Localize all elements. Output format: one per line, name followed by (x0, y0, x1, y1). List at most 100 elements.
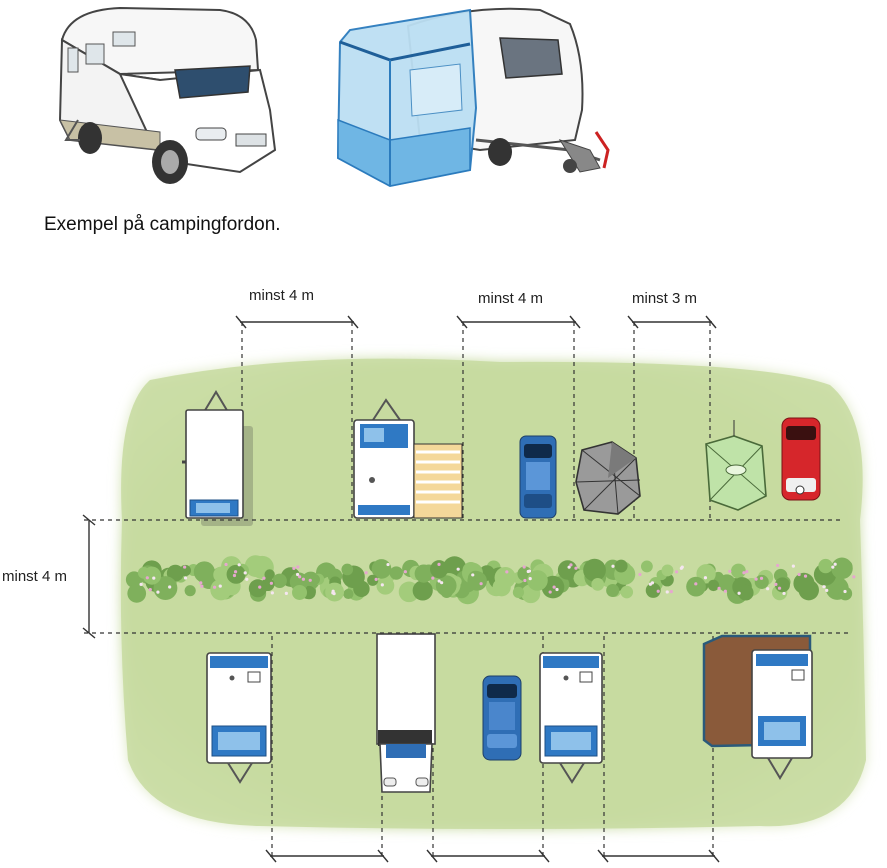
hedge-flower (199, 581, 203, 585)
hedge-flower (675, 570, 679, 574)
hedge-flower (270, 591, 274, 595)
hedge-flower (833, 562, 837, 566)
label-top-middle: minst 4 m (478, 290, 543, 307)
hedge-leaf (179, 564, 192, 577)
hedge-flower (301, 577, 305, 581)
hedge-flower (728, 569, 732, 573)
hedge-leaf (389, 566, 403, 580)
hedge-flower (308, 578, 312, 582)
hedge-flower (456, 567, 460, 571)
camper-with-awning-top (353, 398, 463, 519)
hedge-flower (183, 576, 188, 580)
hedge-leaf (376, 576, 395, 595)
hedge-flower (183, 565, 187, 569)
hedge-leaf (494, 566, 516, 589)
hedge-flower (139, 582, 143, 586)
hedge-flower (440, 581, 444, 585)
hedge-leaf (244, 555, 267, 577)
hedge-leaf (127, 584, 147, 603)
hedge-flower (374, 577, 378, 582)
grey-tent-top (575, 441, 641, 515)
hedge-leaf (605, 561, 616, 572)
hedge-leaf (661, 564, 674, 577)
hedge-flower (759, 576, 764, 580)
hedge-flower (843, 589, 847, 594)
hedge-leaf (412, 580, 433, 601)
hedge-flower (212, 585, 217, 589)
hedge-leaf (754, 574, 769, 589)
hedge-flower (403, 570, 407, 574)
hedge-leaf (210, 579, 232, 601)
hedge-leaf (371, 559, 392, 579)
hedge-leaf (414, 564, 433, 583)
hedge-flower (269, 581, 273, 585)
hedge-flower (200, 584, 204, 588)
hedge-flower (245, 577, 249, 581)
hedge-leaf (467, 571, 487, 591)
hedge-flower (737, 591, 741, 595)
hedge-flower (218, 584, 222, 588)
hedge-flower (569, 563, 573, 567)
hedge-leaf (193, 561, 215, 583)
hedge-flower (479, 582, 483, 586)
hedge-flower (822, 585, 826, 589)
hedge-leaf (707, 579, 720, 592)
hedge-leaf (226, 564, 246, 584)
hedge-flower (380, 583, 384, 587)
hedge-leaf (343, 588, 354, 600)
hedge-leaf (645, 582, 661, 598)
hedge-flower (298, 575, 302, 579)
dashed-guide-lines (84, 322, 848, 856)
hedge-leaf (367, 574, 379, 586)
hedge-leaf (620, 585, 634, 599)
hedge-leaf (341, 563, 354, 576)
hedge-flower (262, 576, 266, 580)
hedge-flower (791, 564, 795, 568)
hedge-flower (825, 588, 829, 592)
hedge-leaf (737, 584, 754, 601)
blue-car-bottom (482, 675, 522, 761)
hedge-leaf (818, 558, 833, 574)
hedge-flower (224, 562, 228, 567)
hedge-flower (574, 566, 578, 570)
hedge-flower (505, 570, 509, 574)
hedge-flower (776, 563, 780, 568)
hedge-leaf (591, 577, 605, 591)
green-tent-top (705, 420, 767, 511)
hedge-flower (148, 588, 152, 592)
hedge-flower (745, 569, 749, 574)
caravan-bottom-1 (206, 652, 272, 784)
hedge-flower (611, 564, 615, 568)
hedge-flower (567, 565, 571, 569)
label-top-right: minst 3 m (632, 290, 697, 307)
hedge-flower (679, 566, 683, 570)
hedge-leaf (248, 579, 267, 598)
hedge-flower (548, 590, 552, 594)
hedge-flower (471, 573, 475, 577)
hedge-flower (552, 585, 556, 589)
caption: Exempel på campingfordon. (44, 214, 281, 235)
hedge-leaf (512, 586, 525, 599)
hedge-flower (437, 579, 441, 583)
hedge-flower (233, 570, 238, 574)
hedge-flower (168, 585, 172, 589)
hedge-flower (754, 577, 758, 581)
hedge-flower (656, 589, 660, 593)
hedge-flower (782, 591, 786, 596)
hedge-leaf (292, 584, 308, 600)
hedge-flower (258, 585, 262, 589)
hedge-flower (522, 565, 526, 569)
label-top-left: minst 4 m (249, 287, 314, 304)
hedge-flower (694, 582, 698, 586)
hedge-flower (437, 562, 441, 566)
hedge-flower (296, 572, 300, 577)
hedge-flower (431, 576, 435, 580)
hedge-leaf (264, 569, 275, 580)
hedge-flower (292, 566, 296, 571)
caravan-top-1 (182, 390, 253, 526)
hedge-leaf (527, 570, 548, 591)
hedge-flower (852, 575, 856, 579)
hedge-flower (669, 589, 673, 594)
hedge-flower (766, 587, 770, 591)
